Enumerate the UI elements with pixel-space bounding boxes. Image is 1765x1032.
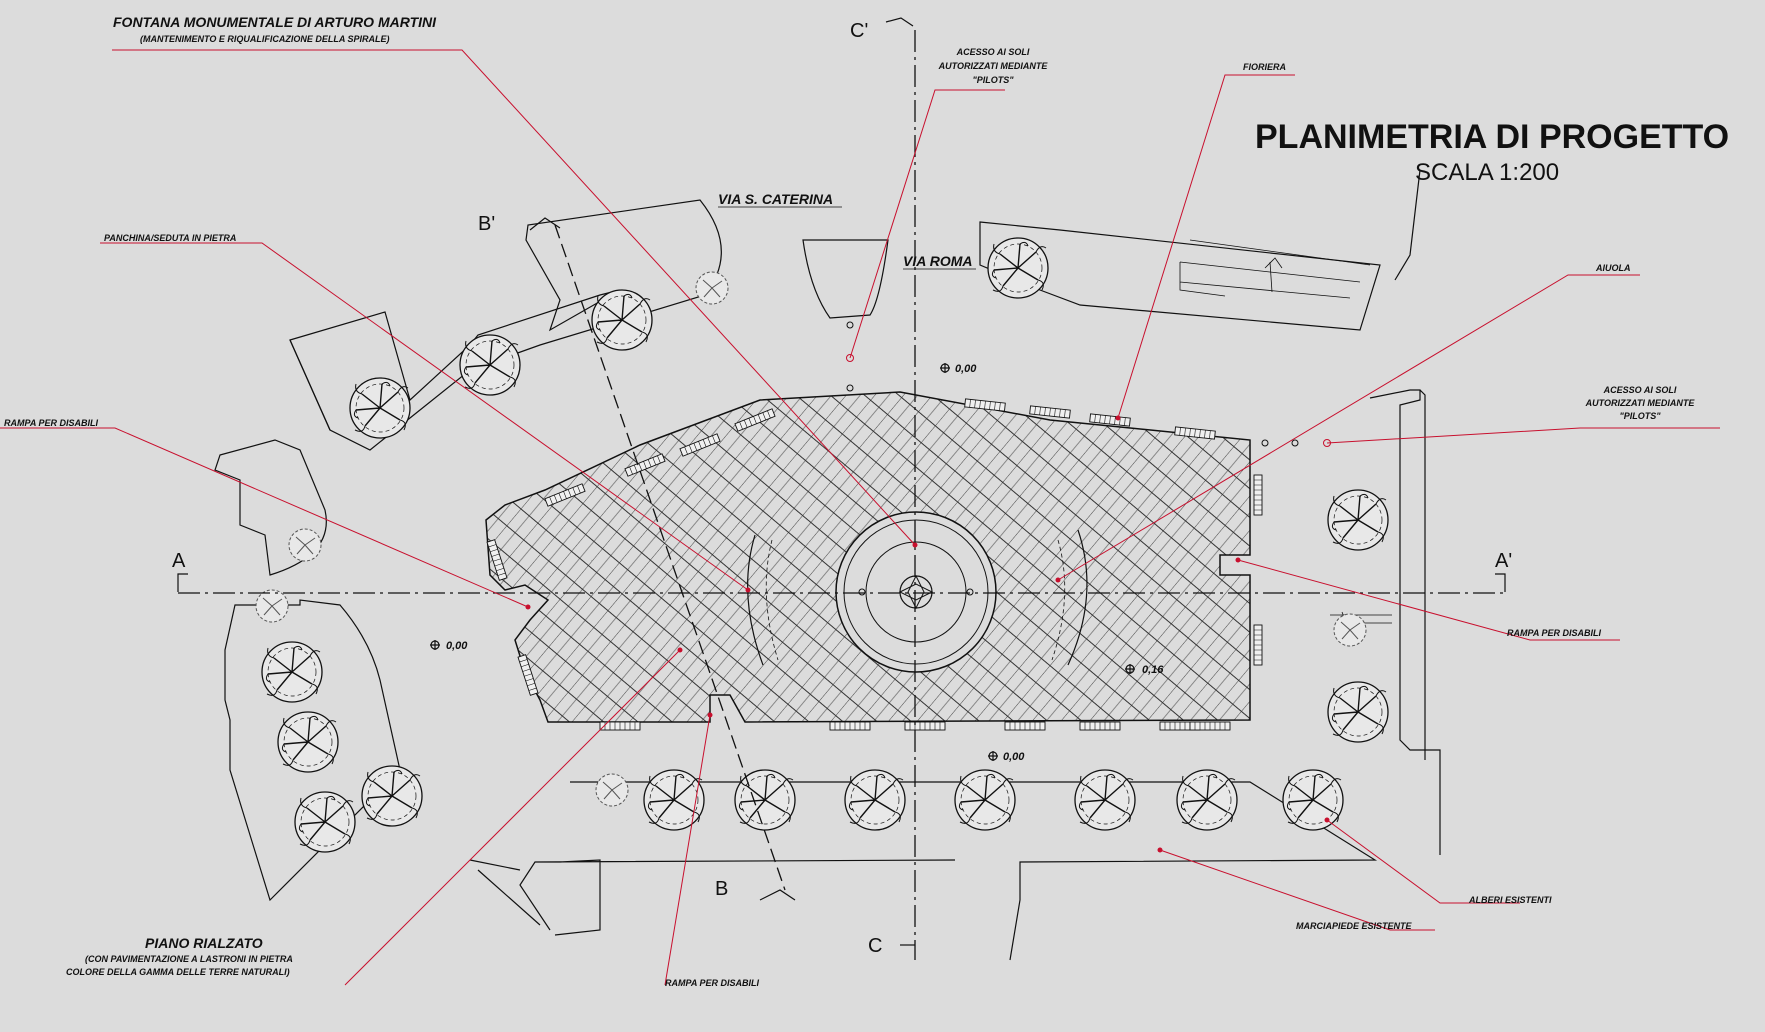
label-acesso-top: AUTORIZZATI MEDIANTE [938, 61, 1049, 71]
section-letter: A' [1495, 550, 1512, 572]
label-fontana: FONTANA MONUMENTALE DI ARTURO MARTINI [113, 14, 437, 30]
label-rampa-right: RAMPA PER DISABILI [1507, 628, 1602, 638]
label-acesso-right: AUTORIZZATI MEDIANTE [1585, 398, 1696, 408]
section-letter: A [172, 550, 186, 572]
label-fioriera: FIORIERA [1243, 62, 1286, 72]
label-panchina: PANCHINA/SEDUTA IN PIETRA [104, 233, 236, 243]
section-line-bb [554, 224, 786, 891]
section-letter: B [715, 878, 728, 900]
label-marciapiede: MARCIAPIEDE ESISTENTE [1296, 921, 1413, 931]
elevation-label: 0,00 [1003, 751, 1025, 763]
label-alberi: ALBERI ESISTENTI [1468, 895, 1552, 905]
label-acesso-top: "PILOTS" [972, 75, 1014, 85]
elevation-label: 0,00 [446, 640, 468, 652]
label-rampa-bottom: RAMPA PER DISABILI [665, 978, 760, 988]
elevation-markers [430, 363, 1135, 761]
section-letter: C' [850, 20, 868, 42]
section-letter: B' [478, 213, 495, 235]
label-piano-sub: (CON PAVIMENTAZIONE A LASTRONI IN PIETRA [85, 954, 293, 964]
label-piano-sub: COLORE DELLA GAMMA DELLE TERRE NATURALI) [66, 967, 290, 977]
elevation-label: 0,16 [1142, 664, 1164, 676]
curved-bench-left [747, 534, 764, 666]
label-aiuola: AIUOLA [1595, 263, 1631, 273]
street-name: VIA S. CATERINA [718, 191, 833, 207]
label-rampa-left: RAMPA PER DISABILI [4, 418, 99, 428]
drawing-title: PLANIMETRIA DI PROGETTO [1255, 118, 1729, 156]
drawing-scale: SCALA 1:200 [1415, 159, 1559, 186]
label-fontana-sub: (MANTENIMENTO E RIQUALIFICAZIONE DELLA S… [140, 34, 390, 44]
label-acesso-right: ACESSO AI SOLI [1603, 385, 1677, 395]
street-name: VIA ROMA [903, 253, 972, 269]
fountain [835, 511, 997, 673]
curved-bench-right [1067, 529, 1088, 666]
label-acesso-right: "PILOTS" [1619, 411, 1661, 421]
label-acesso-top: ACESSO AI SOLI [956, 47, 1030, 57]
section-letter: C [868, 935, 882, 957]
label-piano: PIANO RIALZATO [145, 935, 263, 951]
elevation-label: 0,00 [955, 363, 977, 375]
leader-lines [0, 49, 1720, 986]
